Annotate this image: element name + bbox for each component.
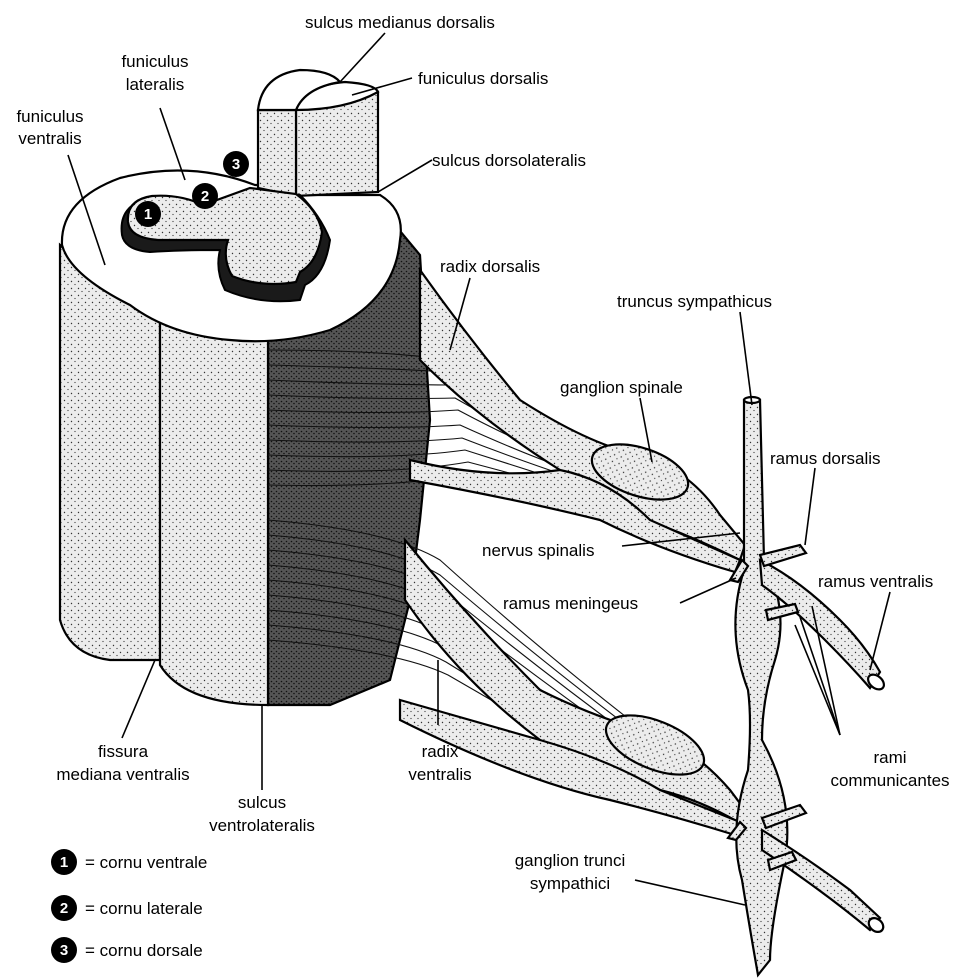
- label-ganglion-trunci-sympathici-line1: ganglion trunci: [515, 851, 626, 870]
- label-sulcus-medianus-dorsalis: sulcus medianus dorsalis: [305, 13, 495, 32]
- label-sulcus-dorsolateralis: sulcus dorsolateralis: [432, 151, 586, 170]
- label-funiculus-dorsalis: funiculus dorsalis: [418, 69, 548, 88]
- truncus-sympathicus: [735, 400, 787, 975]
- svg-text:= cornu dorsale: = cornu dorsale: [85, 941, 203, 960]
- label-radix-dorsalis: radix dorsalis: [440, 257, 540, 276]
- svg-text:2: 2: [60, 900, 68, 917]
- svg-text:= cornu laterale: = cornu laterale: [85, 899, 203, 918]
- label-fissura-mediana-ventralis-line1: fissura: [98, 742, 149, 761]
- cord-front-column: [160, 320, 268, 705]
- label-funiculus-ventralis-line2: ventralis: [18, 129, 81, 148]
- label-rami-communicantes-line2: communicantes: [830, 771, 949, 790]
- label-ganglion-spinale: ganglion spinale: [560, 378, 683, 397]
- label-funiculus-lateralis-line1: funiculus: [121, 52, 188, 71]
- legend-item-cornu-ventrale: 1 = cornu ventrale: [51, 849, 207, 875]
- legend-item-cornu-laterale: 2 = cornu laterale: [51, 895, 203, 921]
- legend-item-cornu-dorsale: 3 = cornu dorsale: [51, 937, 203, 963]
- label-ganglion-trunci-sympathici-line2: sympathici: [530, 874, 610, 893]
- label-rami-communicantes-line1: rami: [873, 748, 906, 767]
- label-ramus-ventralis: ramus ventralis: [818, 572, 933, 591]
- label-radix-ventralis-line1: radix: [422, 742, 459, 761]
- marker-3: 3: [223, 151, 249, 177]
- legend: 1 = cornu ventrale 2 = cornu laterale 3 …: [51, 849, 207, 963]
- marker-2: 2: [192, 183, 218, 209]
- label-truncus-sympathicus: truncus sympathicus: [617, 292, 772, 311]
- label-radix-ventralis-line2: ventralis: [408, 765, 471, 784]
- sympathetic-trunk: [728, 397, 887, 975]
- svg-text:2: 2: [201, 188, 209, 205]
- label-nervus-spinalis: nervus spinalis: [482, 541, 594, 560]
- label-ramus-dorsalis: ramus dorsalis: [770, 449, 881, 468]
- label-funiculus-lateralis-line2: lateralis: [126, 75, 185, 94]
- svg-text:3: 3: [232, 156, 240, 173]
- label-sulcus-ventrolateralis-line2: ventrolateralis: [209, 816, 315, 835]
- ramus-dorsalis-upper: [760, 545, 806, 566]
- label-ramus-meningeus: ramus meningeus: [503, 594, 638, 613]
- svg-text:= cornu ventrale: = cornu ventrale: [85, 853, 207, 872]
- svg-text:3: 3: [60, 942, 68, 959]
- svg-text:1: 1: [60, 854, 68, 871]
- label-fissura-mediana-ventralis-line2: mediana ventralis: [56, 765, 189, 784]
- label-sulcus-ventrolateralis-line1: sulcus: [238, 793, 286, 812]
- label-funiculus-ventralis-line1: funiculus: [16, 107, 83, 126]
- marker-1: 1: [135, 201, 161, 227]
- svg-text:1: 1: [144, 206, 152, 223]
- funiculus-dorsalis-left-block: [258, 110, 296, 196]
